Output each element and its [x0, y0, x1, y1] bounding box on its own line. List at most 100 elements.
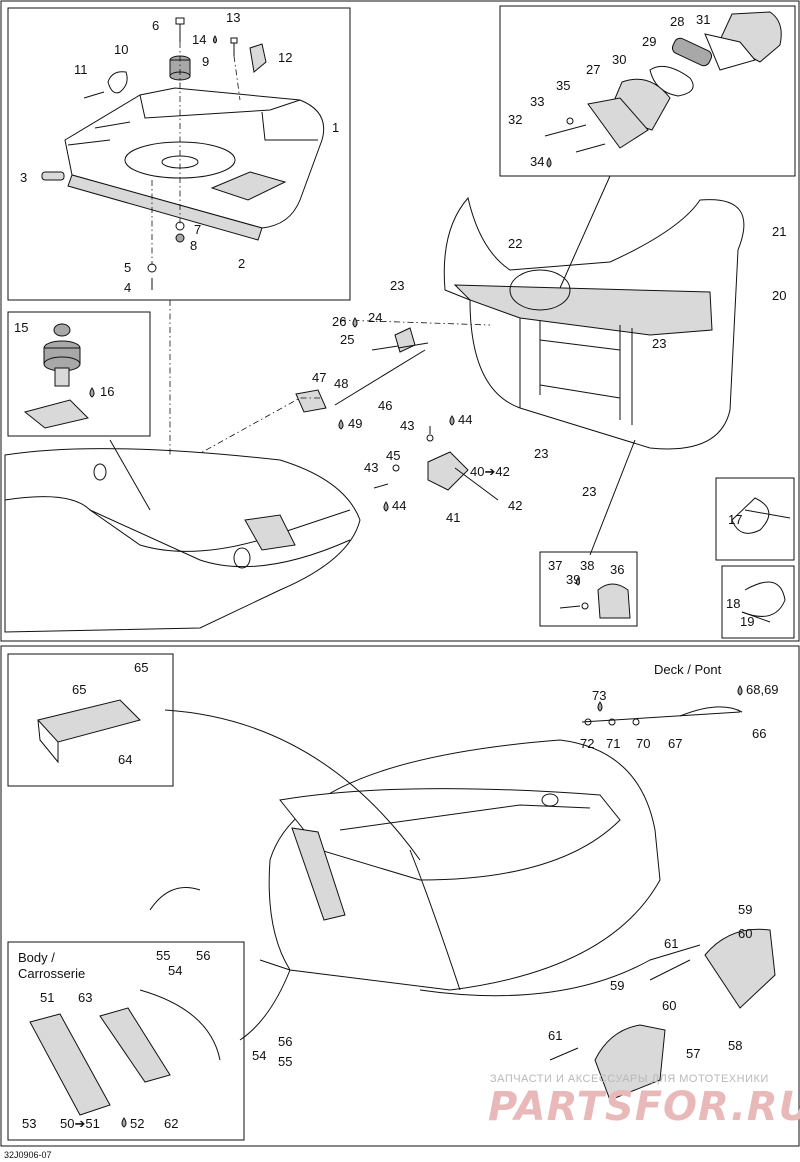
callout-71: 71 — [606, 736, 620, 751]
callout-27: 27 — [586, 62, 600, 77]
drawing-reference: 32J0906-07 — [4, 1150, 52, 1160]
drop-icon — [737, 685, 743, 696]
callout-20: 20 — [772, 288, 786, 303]
callout-35: 35 — [556, 78, 570, 93]
callout-32: 32 — [508, 112, 522, 127]
callout-54-a: 54 — [168, 963, 182, 978]
callout-40-42: 40➔42 — [470, 464, 510, 479]
callout-23-d: 23 — [582, 484, 596, 499]
caption-deck-pont: Deck / Pont — [654, 662, 722, 677]
callout-29: 29 — [642, 34, 656, 49]
drop-icon — [213, 35, 217, 44]
callout-9: 9 — [202, 54, 209, 69]
callout-61-b: 61 — [548, 1028, 562, 1043]
callout-28: 28 — [670, 14, 684, 29]
callout-38: 38 — [580, 558, 594, 573]
callout-41: 41 — [446, 510, 460, 525]
callout-33: 33 — [530, 94, 544, 109]
callout-67: 67 — [668, 736, 682, 751]
drop-symbols — [89, 35, 743, 1128]
drop-icon — [576, 577, 580, 586]
cap-assembly-15 — [23, 323, 89, 429]
callout-23-c: 23 — [534, 446, 548, 461]
watermark-line1: ЗАПЧАСТИ И АКСЕССУАРЫ ДЛЯ МОТОТЕХНИКИ — [490, 1073, 769, 1085]
callout-59-b: 59 — [610, 978, 624, 993]
drop-icon — [383, 501, 389, 512]
drop-icon — [338, 419, 344, 430]
bracket-hardware — [169, 319, 499, 501]
callout-43-a: 43 — [400, 418, 414, 433]
caption-body-line1: Body / — [18, 950, 55, 965]
callout-22: 22 — [508, 236, 522, 251]
callout-7: 7 — [194, 222, 201, 237]
callout-5: 5 — [124, 260, 131, 275]
grab-handle-assembly — [544, 11, 782, 153]
drop-icon — [121, 1117, 127, 1128]
callout-36: 36 — [610, 562, 624, 577]
callout-45: 45 — [386, 448, 400, 463]
callout-21: 21 — [772, 224, 786, 239]
callout-70: 70 — [636, 736, 650, 751]
callout-43-b: 43 — [364, 460, 378, 475]
callout-18: 18 — [726, 596, 740, 611]
callout-19: 19 — [740, 614, 754, 629]
callout-8: 8 — [190, 238, 197, 253]
callout-42: 42 — [508, 498, 522, 513]
callout-62: 62 — [164, 1116, 178, 1131]
callout-65-b: 65 — [72, 682, 86, 697]
bracket-36-assembly — [559, 583, 631, 619]
callout-25: 25 — [340, 332, 354, 347]
callout-46: 46 — [378, 398, 392, 413]
drop-icon — [546, 157, 552, 168]
callout-56-a: 56 — [196, 948, 210, 963]
callout-11: 11 — [74, 62, 88, 77]
caption-body-line2: Carrosserie — [18, 966, 85, 981]
callout-24: 24 — [368, 310, 382, 325]
callout-73: 73 — [592, 688, 606, 703]
callout-63: 63 — [78, 990, 92, 1005]
callout-34: 34 — [530, 154, 544, 169]
callout-60-b: 60 — [662, 998, 676, 1013]
callout-6: 6 — [152, 18, 159, 33]
callout-13: 13 — [226, 10, 240, 25]
storage-tub-assembly — [41, 17, 325, 290]
callout-51: 51 — [40, 990, 54, 1005]
callout-59-a: 59 — [738, 902, 752, 917]
callout-61-a: 61 — [664, 936, 678, 951]
callout-53: 53 — [22, 1116, 36, 1131]
callout-3: 3 — [20, 170, 27, 185]
callout-66: 66 — [752, 726, 766, 741]
callout-44-a: 44 — [458, 412, 472, 427]
callout-72: 72 — [580, 736, 594, 751]
callout-23-b: 23 — [652, 336, 666, 351]
callout-64: 64 — [118, 752, 132, 767]
drop-icon — [352, 317, 358, 328]
callout-58: 58 — [728, 1038, 742, 1053]
drop-icon — [89, 387, 95, 398]
callout-55-a: 55 — [156, 948, 170, 963]
callout-15: 15 — [14, 320, 28, 335]
callout-37: 37 — [548, 558, 562, 573]
callout-17: 17 — [728, 512, 742, 527]
drop-icon — [449, 415, 455, 426]
callout-48: 48 — [334, 376, 348, 391]
callout-14: 14 — [192, 32, 206, 47]
callout-47: 47 — [312, 370, 326, 385]
callout-56-b: 56 — [278, 1034, 292, 1049]
callout-68-69: 68,69 — [746, 682, 779, 697]
callout-44-b: 44 — [392, 498, 406, 513]
hull-upper-view — [4, 175, 636, 633]
callout-2: 2 — [238, 256, 245, 271]
callout-16: 16 — [100, 384, 114, 399]
callout-49: 49 — [348, 416, 362, 431]
callout-31: 31 — [696, 12, 710, 27]
callout-30: 30 — [612, 52, 626, 67]
callout-10: 10 — [114, 42, 128, 57]
callout-50-51: 50➔51 — [60, 1116, 100, 1131]
callout-55-b: 55 — [278, 1054, 292, 1069]
drop-icon — [597, 701, 603, 712]
callout-12: 12 — [278, 50, 292, 65]
callout-4: 4 — [124, 280, 131, 295]
